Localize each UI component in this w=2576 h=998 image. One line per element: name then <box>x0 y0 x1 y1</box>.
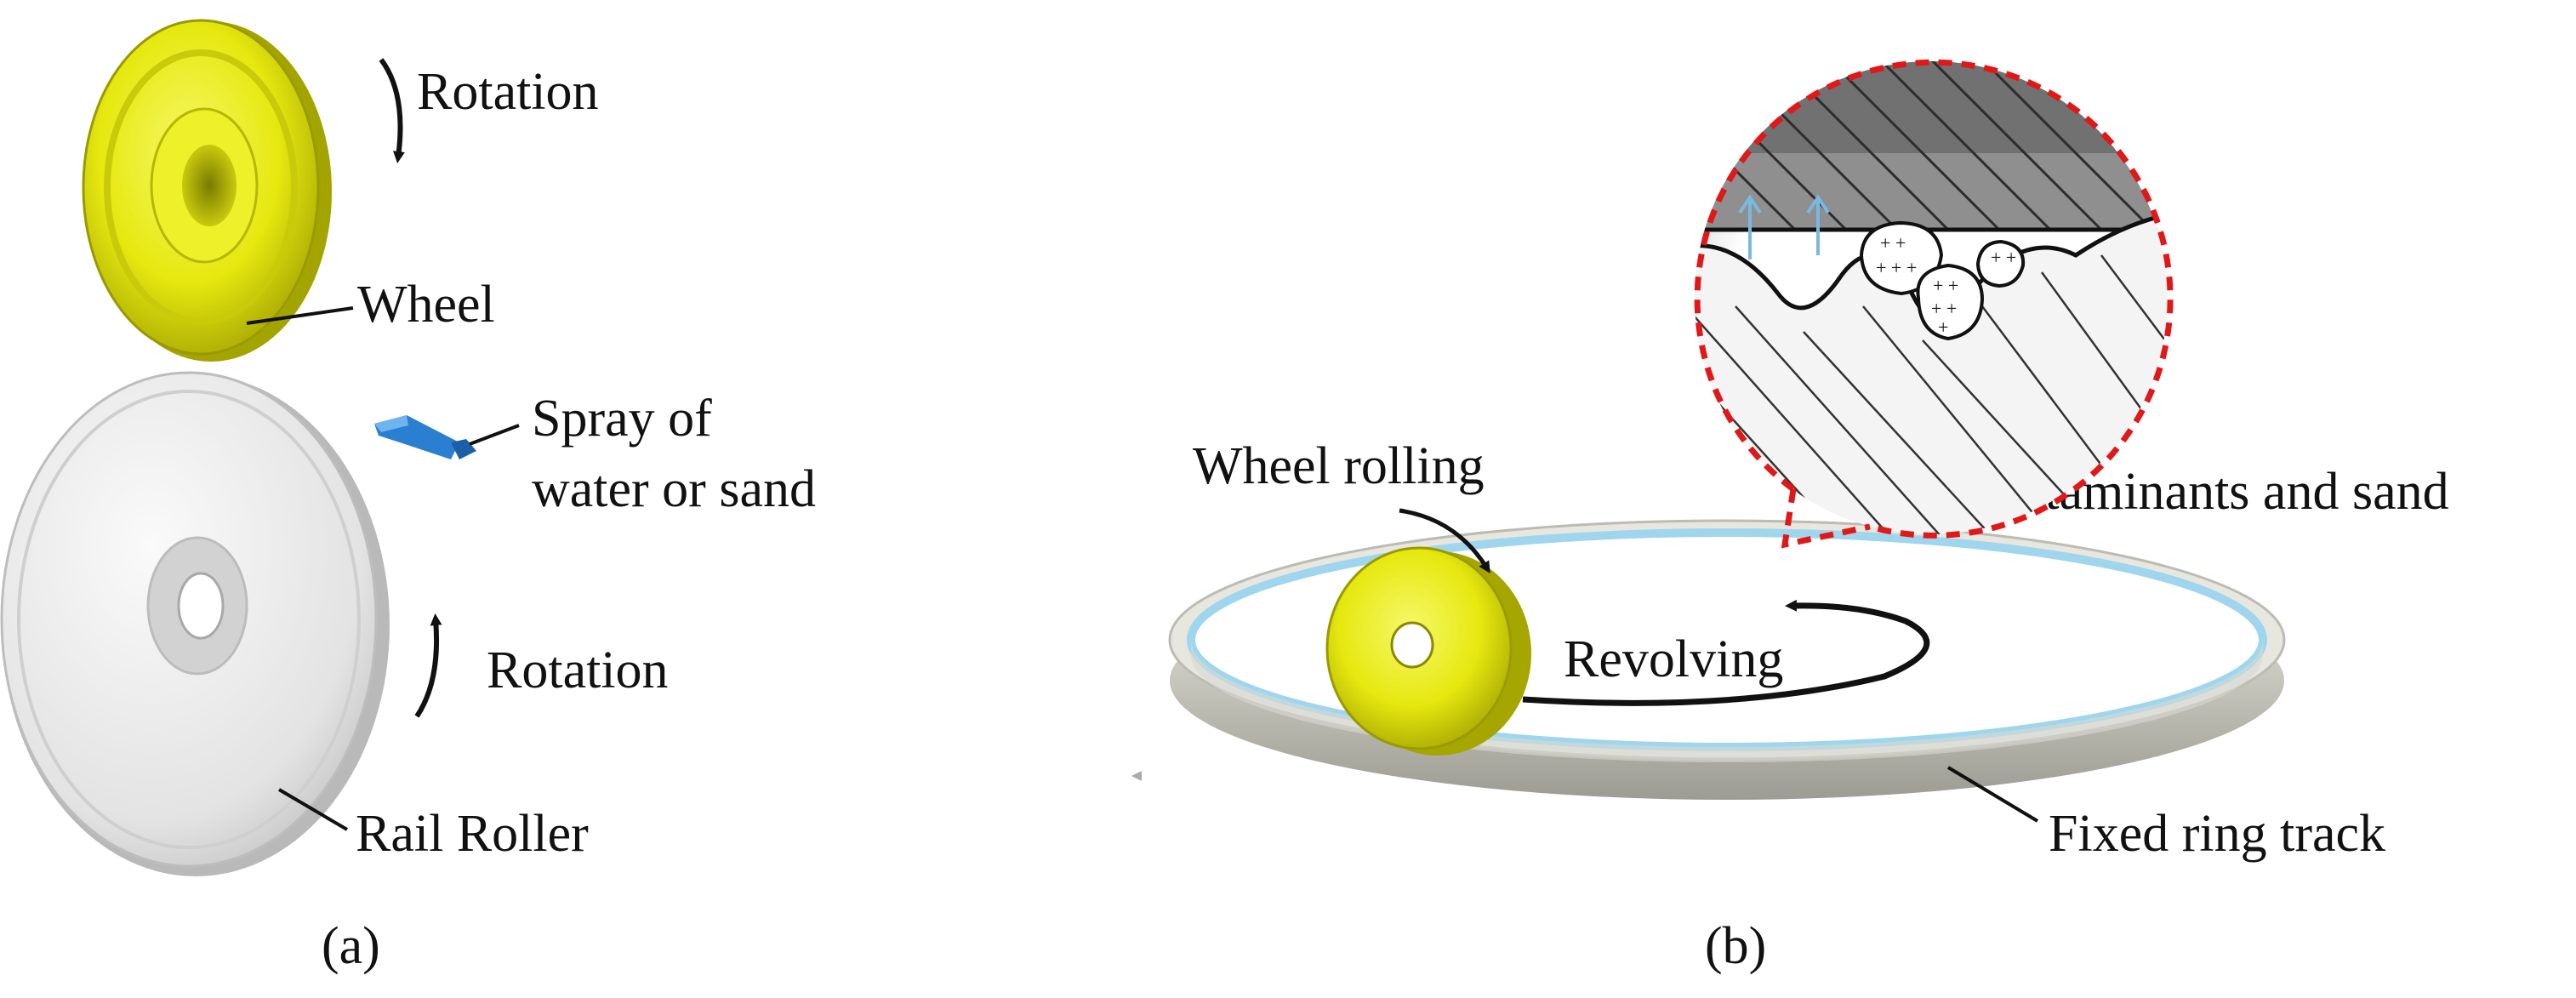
wheel-rolling-label: Wheel rolling <box>1193 437 1485 495</box>
svg-text:+ +: + + <box>1931 298 1957 319</box>
rail-roller-label: Rail Roller <box>356 805 589 863</box>
fixed-ring-label: Fixed ring track <box>2049 805 2385 863</box>
rotation-top-label: Rotation <box>417 63 599 121</box>
svg-text:+ + +: + + + <box>1876 257 1917 278</box>
spray-label-line1: Spray of <box>532 390 712 448</box>
svg-text:+ +: + + <box>1880 232 1906 254</box>
rail-roller-leader-line <box>277 788 349 831</box>
svg-text:+: + <box>1938 317 1948 338</box>
spray-leader-line <box>469 424 520 446</box>
rotation-bottom-arrow <box>414 613 442 718</box>
panel-b: Revolving Wheel rolling Contaminants and… <box>1131 59 2449 975</box>
panel-a-caption: (a) <box>322 917 380 975</box>
panel-b-caption: (b) <box>1705 917 1766 975</box>
rotation-bottom-label: Rotation <box>487 642 669 699</box>
fixed-ring-leader-line <box>1946 766 2039 823</box>
panel-a: Rotation Wheel Spray of water or sand Ro… <box>0 19 816 975</box>
wheel-leader-line <box>246 306 354 325</box>
edge-mark <box>1131 771 1142 781</box>
wheel-label: Wheel <box>357 276 495 334</box>
revolving-label: Revolving <box>1564 630 1783 688</box>
spray-label-line2: water or sand <box>532 460 816 518</box>
wheel-rolling-arrow <box>1399 508 1490 573</box>
rail-roller-illustration <box>0 371 390 876</box>
svg-text:+ +: + + <box>1933 275 1958 296</box>
spray-nozzle-icon <box>374 415 476 459</box>
svg-text:+ +: + + <box>1991 247 2016 268</box>
rotation-top-arrow <box>379 58 405 163</box>
rolling-wheel-illustration <box>1325 546 1531 756</box>
wheel-illustration <box>82 19 332 362</box>
revolving-arrow <box>1522 599 1930 706</box>
